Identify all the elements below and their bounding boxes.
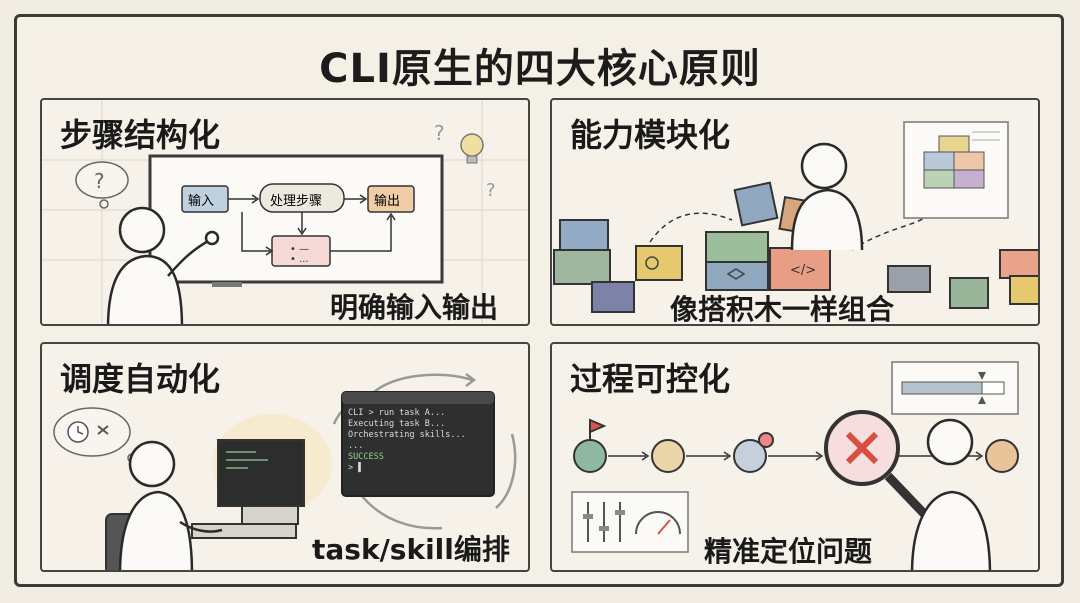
steps-illustration: • — • ... ? ? ? — [42, 100, 528, 324]
panel-modules: 能力模块化 </> — [550, 98, 1040, 326]
svg-text:</>: </> — [790, 263, 816, 278]
svg-text:?: ? — [486, 180, 496, 201]
modules-illustration: </> — [553, 121, 1038, 313]
panel-steps: 步骤结构化 • — • ... ? ? ? — [40, 98, 530, 326]
flow-process-label: 处理步骤 — [270, 194, 323, 209]
schedule-illustration — [53, 373, 517, 570]
terminal-line: ... — [348, 441, 364, 451]
page-title: CLI原生的四大核心原则 — [319, 46, 761, 92]
flow-output-label: 输出 — [374, 194, 401, 209]
panel-schedule: 调度自动化 CLI > run task A... — [40, 342, 530, 572]
terminal-line: SUCCESS — [348, 452, 384, 462]
svg-text:• ...: • ... — [290, 254, 309, 265]
terminal-line: Orchestrating skills... — [348, 430, 466, 440]
terminal-window: CLI > run task A... Executing task B... … — [348, 408, 488, 474]
panel-steps-title: 步骤结构化 — [60, 116, 221, 154]
panel-schedule-title: 调度自动化 — [60, 360, 221, 398]
panel-modules-title: 能力模块化 — [570, 116, 731, 154]
terminal-line: Executing task B... — [348, 419, 446, 429]
panel-steps-caption: 明确输入输出 — [330, 291, 499, 324]
svg-text:?: ? — [434, 121, 445, 145]
panel-control-title: 过程可控化 — [570, 360, 731, 398]
control-illustration — [571, 361, 1019, 570]
flow-input-label: 输入 — [188, 194, 215, 209]
svg-text:?: ? — [94, 169, 105, 193]
panel-schedule-caption: task/skill编排 — [312, 533, 510, 566]
panel-control-caption: 精准定位问题 — [704, 535, 873, 568]
panel-control: 过程可控化 — [550, 342, 1040, 572]
svg-text:• —: • — — [290, 244, 309, 255]
terminal-line: CLI > run task A... — [348, 408, 446, 418]
panel-modules-caption: 像搭积木一样组合 — [670, 293, 895, 326]
terminal-line: > ▌ — [348, 463, 364, 473]
